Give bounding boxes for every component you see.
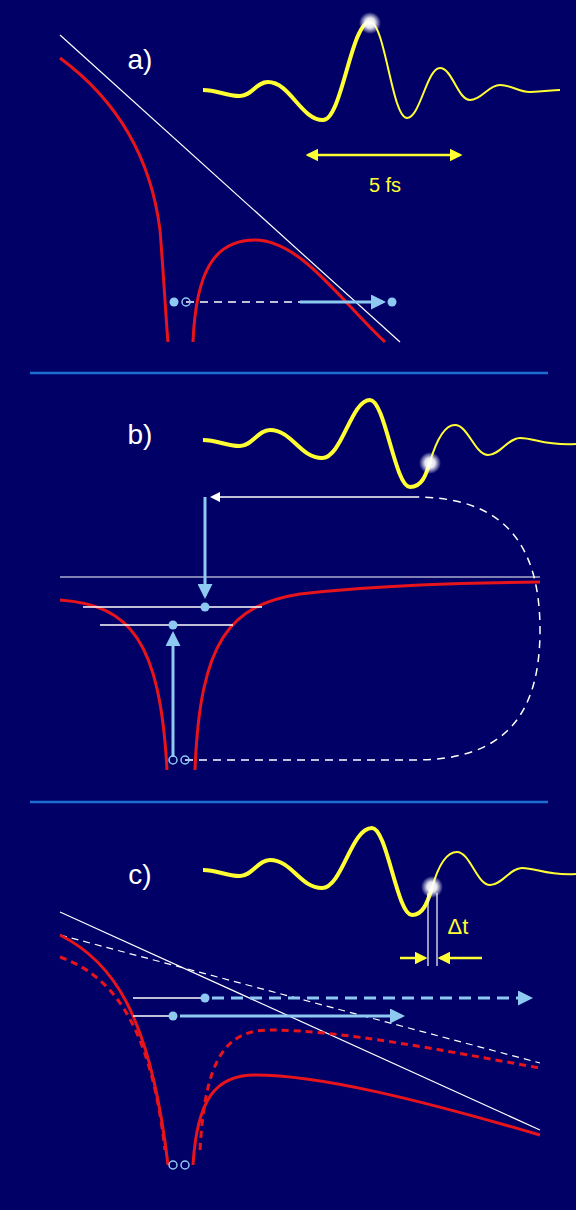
electron-hole [181, 756, 189, 764]
delay-marker [436, 893, 437, 966]
electron-dot [201, 603, 210, 612]
laser-pulse [203, 22, 370, 120]
return-arrow [212, 496, 415, 498]
electron-dot [170, 298, 179, 307]
pulse-glow [421, 876, 443, 898]
electron-arrow [300, 301, 383, 304]
tunnel-path [186, 301, 300, 303]
electron-hole [182, 298, 190, 306]
return-trajectory [185, 497, 540, 760]
potential-curve-dashed [200, 1030, 540, 1150]
potential-curve [193, 1075, 540, 1165]
energy-level [83, 606, 262, 608]
energy-level [133, 997, 205, 999]
electron-dot [169, 621, 178, 630]
potential-curve [195, 582, 540, 770]
continuum-line [60, 576, 540, 577]
potential-curve-dashed [60, 957, 165, 1150]
electron-dot [388, 298, 397, 307]
field-line-dashed [60, 935, 540, 1063]
electron-hole [169, 756, 177, 764]
delay-arrow [440, 957, 482, 960]
duration-label: 5 fs [369, 174, 401, 197]
laser-pulse [203, 400, 430, 487]
panel-separator [30, 801, 548, 804]
electron-arrow-dashed [212, 997, 530, 1000]
laser-pulse [370, 22, 560, 118]
electron-dot [169, 1012, 178, 1021]
panel-label: b) [128, 419, 153, 451]
laser-pulse [432, 852, 576, 888]
field-line [60, 35, 400, 342]
energy-level [133, 1015, 173, 1017]
pulse-glow [419, 452, 441, 474]
excitation-arrow [172, 634, 175, 757]
panel-label: c) [128, 859, 151, 891]
duration-arrow [308, 154, 460, 157]
delay-label: Δt [448, 914, 469, 940]
laser-pulse [203, 828, 432, 915]
potential-curve [60, 935, 168, 1165]
potential-curve [60, 58, 168, 342]
electron-hole [181, 1161, 189, 1169]
panel-separator [30, 372, 548, 375]
delay-marker [427, 893, 428, 966]
electron-dot [201, 994, 210, 1003]
potential-curve [193, 240, 385, 342]
electron-arrow [180, 1015, 402, 1018]
laser-pulse [430, 425, 576, 462]
panel-label: a) [128, 44, 153, 76]
energy-level [100, 624, 233, 626]
pulse-glow [359, 12, 381, 34]
capture-arrow [204, 497, 207, 596]
delay-arrow [400, 957, 425, 960]
electron-hole [169, 1161, 177, 1169]
